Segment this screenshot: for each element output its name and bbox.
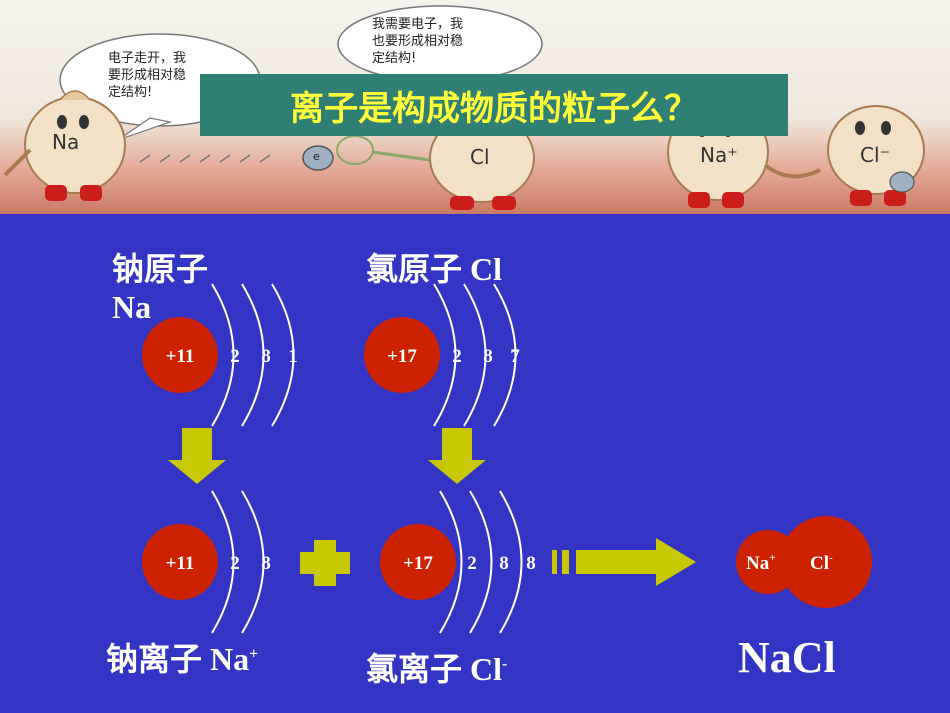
na-ion: +11 2 8 [142,490,271,634]
na-ion-nucleus-charge: +11 [166,553,195,574]
cl-ion-shell-3 [499,490,523,634]
cl-atom: +17 2 8 7 [364,283,520,427]
down-arrow-na [168,428,226,484]
cl-ion-shell-2-count: 8 [499,553,509,574]
na-ion-shell-1 [211,490,235,634]
title-box: 离子是构成物质的粒子么？ [200,74,788,136]
cl-ion-shell-1 [439,490,463,634]
cl-ion: +17 2 8 8 [380,490,536,634]
na-atom: +11 2 8 1 [142,283,298,427]
bubble-right-line: 我需要电子，我 [372,17,464,32]
cl-ion-shell-3-count: 8 [526,553,536,574]
na-atom-shell-3-count: 1 [288,346,298,367]
electron-character [302,145,334,171]
bubble-right-line: 也要形成相对稳 [372,34,464,49]
cl-atom-shell-1 [433,283,457,427]
down-arrow-cl [428,428,486,484]
na-atom-shell-3 [271,283,295,427]
electron-label: e [313,150,320,163]
cl-ion-label-text: 氯离子 Cl [366,651,503,687]
bubble-left-line: 要形成相对稳 [108,68,187,83]
cartoon-banner: 电子走开，我 要形成相对稳 定结构! 我需要电子，我 也要形成相对稳 定结构! … [0,0,950,214]
na-atom-shell-1-count: 2 [230,346,240,367]
forms-arrow [552,538,696,586]
na-ion-ball [736,530,800,594]
na-character [3,90,126,201]
cl-atom-nucleus-charge: +17 [387,346,417,367]
cl-ion-shell-2 [469,490,493,634]
cl-ion-ball [780,516,872,608]
slide-title: 离子是构成物质的粒子么？ [290,88,698,129]
na-character-label: Na [52,130,80,154]
cl-minus-character [827,105,925,206]
cl-atom-shell-3 [493,283,517,427]
cl-atom-nucleus [364,317,440,393]
cl-atom-label: 氯原子 Cl [366,251,503,287]
bubble-right-line: 定结构! [372,51,417,66]
na-atom-label: 钠原子 Na [112,250,208,326]
product-cl-symbol: Cl- [810,552,833,574]
speech-bubble-left-text: 电子走开，我 要形成相对稳 定结构! [108,50,186,101]
cl-ion-label: 氯离子 Cl- [366,650,507,688]
na-atom-shell-2 [241,283,265,427]
cl-ion-nucleus-charge: +17 [403,553,433,574]
speech-bubble-right-text: 我需要电子，我 也要形成相对稳 定结构! [372,16,463,67]
cl-atom-shell-3-count: 7 [510,346,520,367]
bubble-left-line: 定结构! [108,85,153,100]
na-ion-shell-1-count: 2 [230,553,240,574]
cl-atom-shell-1-count: 2 [452,346,462,367]
cl-character-label: Cl [470,145,490,169]
na-atom-label-name: 钠原子 [112,251,209,287]
na-atom-shell-2-count: 8 [261,346,271,367]
nacl-formula: NaCl [738,633,836,682]
na-atom-nucleus-charge: +11 [166,346,195,367]
catching-net [336,135,431,165]
motion-lines [139,154,271,163]
na-atom-shell-1 [211,283,235,427]
na-atom-label-symbol: Na [112,289,152,325]
cl-minus-character-label: Cl⁻ [860,143,891,167]
cl-atom-shell-2 [463,283,487,427]
na-ion-label-text: 钠离子 Na [106,641,250,677]
nacl-product: Na+ Cl- [736,516,872,608]
na-plus-character-label: Na⁺ [700,143,738,167]
na-ion-label: 钠离子 Na+ [106,640,258,678]
product-na-symbol: Na+ [746,552,776,574]
na-atom-nucleus [142,317,218,393]
na-ion-shell-2 [241,490,265,634]
bubble-left-line: 电子走开，我 [108,51,187,66]
na-ion-shell-2-count: 8 [261,553,271,574]
cl-atom-shell-2-count: 8 [483,346,493,367]
cl-ion-nucleus [380,524,456,600]
na-ion-nucleus [142,524,218,600]
cl-ion-charge: - [502,655,508,673]
plus-sign [300,540,350,586]
cl-ion-shell-1-count: 2 [467,553,477,574]
na-ion-charge: + [249,645,259,663]
